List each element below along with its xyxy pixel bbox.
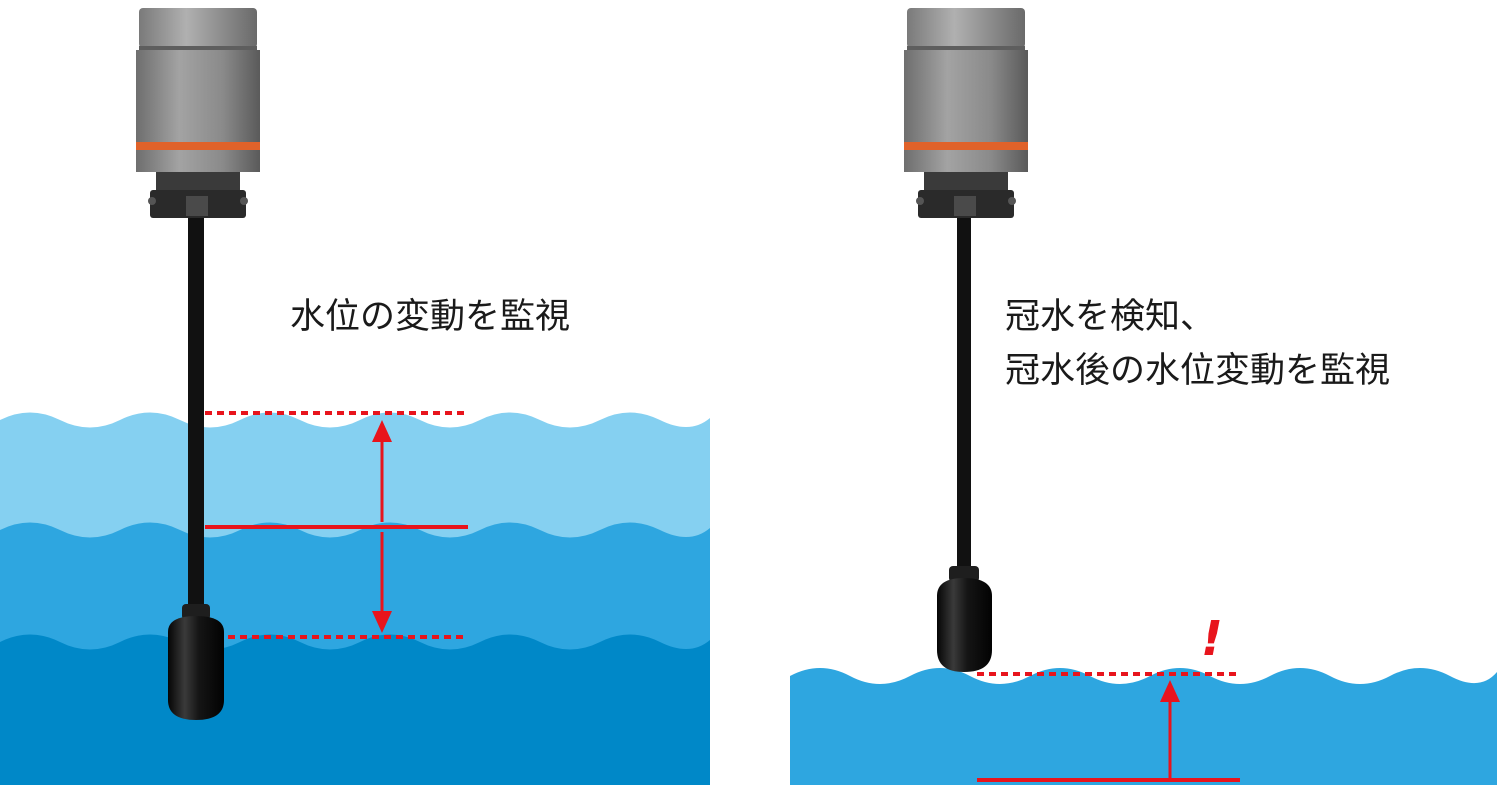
level-markers-right — [977, 672, 1240, 782]
sensor-cable — [957, 218, 971, 572]
level-markers-left — [205, 411, 468, 639]
water-level-sensor-icon — [136, 8, 260, 218]
caption-line: 冠水を検知、 — [1005, 297, 1216, 337]
right-water — [790, 668, 1497, 785]
sensor-cable — [188, 218, 204, 610]
arrow-up-head — [372, 420, 392, 442]
caption-line: 冠水後の水位変動を監視 — [1005, 351, 1391, 392]
water-level-sensor-icon — [904, 8, 1028, 218]
water-layer-deep — [0, 634, 710, 785]
exclamation-icon: ! — [1201, 611, 1223, 667]
caption-line: 水位の変動を監視 — [290, 297, 571, 337]
arrow-down-head — [372, 611, 392, 633]
arrow-up-head — [1160, 680, 1180, 702]
pressure-probe-icon — [168, 604, 224, 720]
flood-water-layer — [790, 668, 1497, 785]
pressure-probe-icon — [937, 566, 992, 672]
left-water — [0, 412, 710, 785]
left-caption: 水位の変動を監視 — [290, 290, 570, 344]
right-caption: 冠水を検知、 冠水後の水位変動を監視 — [1005, 290, 1390, 399]
